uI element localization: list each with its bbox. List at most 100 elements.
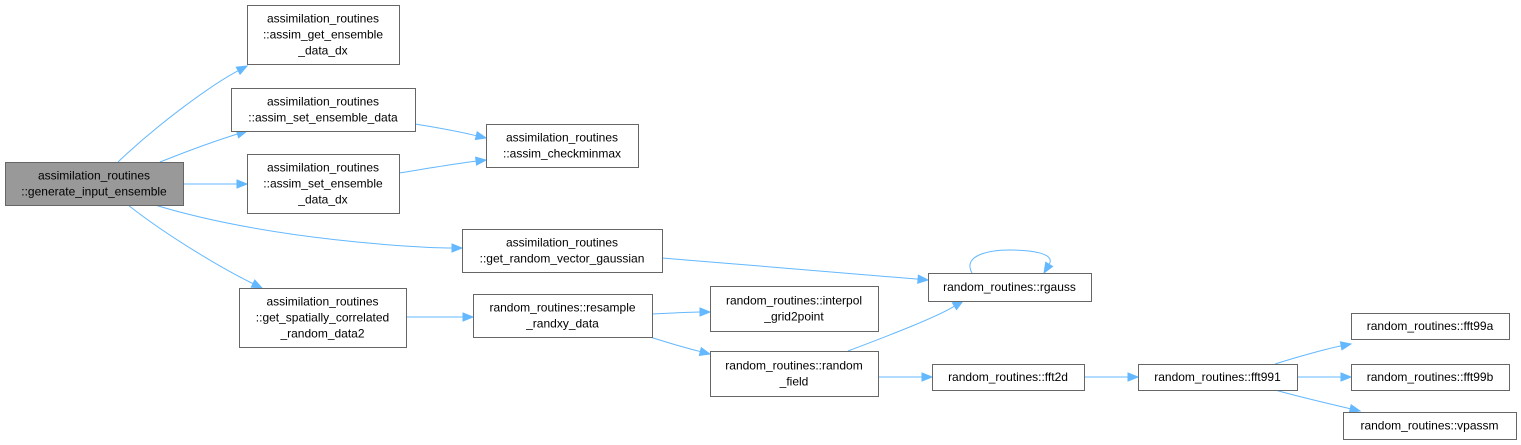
node-interpol-grid2point[interactable]: random_routines::interpol_grid2point bbox=[710, 286, 879, 332]
edge-fft991-to-vpassm bbox=[1274, 389, 1362, 414]
node-label-line: _randxy_data bbox=[525, 317, 599, 331]
node-box bbox=[1351, 313, 1510, 340]
node-label-line: ::get_random_vector_gaussian bbox=[480, 252, 645, 266]
edge-generate_input_ensemble-to-get_random_vector_gaussian bbox=[154, 204, 464, 253]
edge-line bbox=[661, 257, 919, 280]
node-fft991[interactable]: random_routines::fft991 bbox=[1138, 364, 1298, 391]
node-label-line: random_routines::interpol bbox=[726, 294, 862, 308]
node-label-line: random_routines::fft2d bbox=[948, 370, 1068, 384]
edge-line bbox=[847, 305, 955, 352]
node-label-line: assimilation_routines bbox=[38, 169, 150, 183]
node-label-line: random_routines::random bbox=[725, 359, 862, 373]
node-label-line: random_routines::fft991 bbox=[1154, 370, 1281, 384]
edge-arrowhead bbox=[236, 179, 249, 189]
node-label-line: ::generate_input_ensemble bbox=[21, 185, 167, 199]
node-label-line: _field bbox=[779, 375, 809, 389]
node-label-line: assimilation_routines bbox=[506, 131, 618, 145]
edge-generate_input_ensemble-to-assim_set_ensemble_data bbox=[159, 129, 249, 163]
node-label-line: random_routines::resample bbox=[489, 301, 635, 315]
edge-line bbox=[154, 204, 453, 249]
node-fft2d[interactable]: random_routines::fft2d bbox=[932, 364, 1085, 391]
edge-line bbox=[117, 70, 239, 163]
node-label-line: _random_data2 bbox=[279, 327, 364, 341]
edge-arrowhead bbox=[921, 372, 934, 382]
node-box bbox=[5, 162, 184, 206]
edge-line bbox=[398, 160, 477, 174]
edge-assim_set_ensemble_data_dx-to-assim_checkminmax bbox=[398, 156, 488, 174]
node-label-line: _grid2point bbox=[763, 310, 824, 324]
edge-line bbox=[414, 123, 477, 137]
edge-arrowhead bbox=[699, 307, 712, 317]
node-get-spatially-correlated-random-data2[interactable]: assimilation_routines::get_spatially_cor… bbox=[239, 288, 407, 348]
edge-generate_input_ensemble-to-assim_get_ensemble_data_dx bbox=[117, 65, 249, 163]
edge-fft991-to-fft99a bbox=[1274, 341, 1353, 365]
edge-fft991-to-fft99b bbox=[1297, 372, 1353, 382]
node-label-line: _data_dx bbox=[297, 193, 347, 207]
node-box bbox=[247, 154, 400, 214]
node-label-line: assimilation_routines bbox=[267, 12, 379, 26]
node-fft99a[interactable]: random_routines::fft99a bbox=[1351, 313, 1510, 340]
node-box bbox=[710, 286, 879, 332]
node-resample-randxy-data[interactable]: random_routines::resample_randxy_data bbox=[473, 294, 653, 338]
node-box bbox=[462, 229, 663, 273]
edge-fft2d-to-fft991 bbox=[1084, 372, 1140, 382]
node-box bbox=[928, 273, 1092, 302]
node-label-line: ::get_spatially_correlated bbox=[256, 311, 389, 325]
node-label-line: _data_dx bbox=[297, 44, 347, 58]
edge-arrowhead bbox=[917, 274, 930, 284]
node-label-line: assimilation_routines bbox=[267, 161, 379, 175]
edge-generate_input_ensemble-to-get_spatially_correlated_random_data2 bbox=[127, 204, 264, 289]
node-box bbox=[247, 5, 400, 65]
node-box bbox=[1138, 364, 1298, 391]
edge-arrowhead bbox=[1127, 372, 1140, 382]
nodes-layer: assimilation_routines::generate_input_en… bbox=[5, 5, 1517, 440]
node-assim-checkminmax[interactable]: assimilation_routines::assim_checkminmax bbox=[486, 124, 639, 168]
node-assim-set-ensemble-data-dx[interactable]: assimilation_routines::assim_set_ensembl… bbox=[247, 154, 400, 214]
edge-get_random_vector_gaussian-to-rgauss bbox=[661, 257, 930, 284]
node-assim-set-ensemble-data[interactable]: assimilation_routines::assim_set_ensembl… bbox=[231, 88, 416, 132]
edge-generate_input_ensemble-to-assim_set_ensemble_data_dx bbox=[183, 179, 249, 189]
edge-arrowhead bbox=[235, 65, 249, 76]
node-random-field[interactable]: random_routines::random_field bbox=[710, 351, 879, 397]
edge-arrowhead bbox=[951, 300, 965, 311]
edge-assim_set_ensemble_data-to-assim_checkminmax bbox=[414, 123, 488, 141]
edge-arrowhead bbox=[698, 346, 712, 357]
node-box bbox=[231, 88, 416, 132]
edge-arrowhead bbox=[474, 130, 488, 141]
edge-arrowhead bbox=[451, 243, 464, 253]
node-get-random-vector-gaussian[interactable]: assimilation_routines::get_random_vector… bbox=[462, 229, 663, 273]
edge-line bbox=[1274, 345, 1342, 365]
edge-arrowhead bbox=[1348, 403, 1362, 414]
node-box bbox=[1343, 412, 1517, 440]
node-label-line: ::assim_set_ensemble bbox=[263, 177, 383, 191]
node-generate-input-ensemble[interactable]: assimilation_routines::generate_input_en… bbox=[5, 162, 184, 206]
edge-line bbox=[1274, 389, 1351, 410]
node-box bbox=[1351, 364, 1510, 391]
node-label-line: assimilation_routines bbox=[506, 236, 618, 250]
edge-rgauss-to-rgauss bbox=[969, 249, 1054, 275]
node-box bbox=[473, 294, 653, 338]
node-label-line: random_routines::vpassm bbox=[1360, 419, 1498, 433]
node-label-line: random_routines::fft99a bbox=[1367, 319, 1494, 333]
node-assim-get-ensemble-data-dx[interactable]: assimilation_routines::assim_get_ensembl… bbox=[247, 5, 400, 65]
edge-line bbox=[159, 133, 238, 163]
edge-random_field-to-fft2d bbox=[878, 372, 934, 382]
node-label-line: assimilation_routines bbox=[267, 95, 379, 109]
node-box bbox=[710, 351, 879, 397]
edge-arrowhead bbox=[475, 156, 488, 166]
node-label-line: random_routines::fft99b bbox=[1367, 370, 1494, 384]
node-rgauss[interactable]: random_routines::rgauss bbox=[928, 273, 1092, 302]
node-vpassm[interactable]: random_routines::vpassm bbox=[1343, 412, 1517, 440]
edge-arrowhead bbox=[250, 279, 264, 289]
node-box bbox=[486, 124, 639, 168]
edge-line bbox=[651, 311, 701, 315]
edge-arrowhead bbox=[462, 312, 475, 322]
edge-line bbox=[649, 336, 701, 353]
edge-arrowhead bbox=[1043, 261, 1054, 275]
node-box bbox=[239, 288, 407, 348]
node-fft99b[interactable]: random_routines::fft99b bbox=[1351, 364, 1510, 391]
edge-resample_randxy_data-to-random_field bbox=[649, 336, 712, 357]
node-label-line: ::assim_checkminmax bbox=[503, 147, 621, 161]
edge-get_spatially_correlated_random_data2-to-resample_randxy_data bbox=[406, 312, 475, 322]
